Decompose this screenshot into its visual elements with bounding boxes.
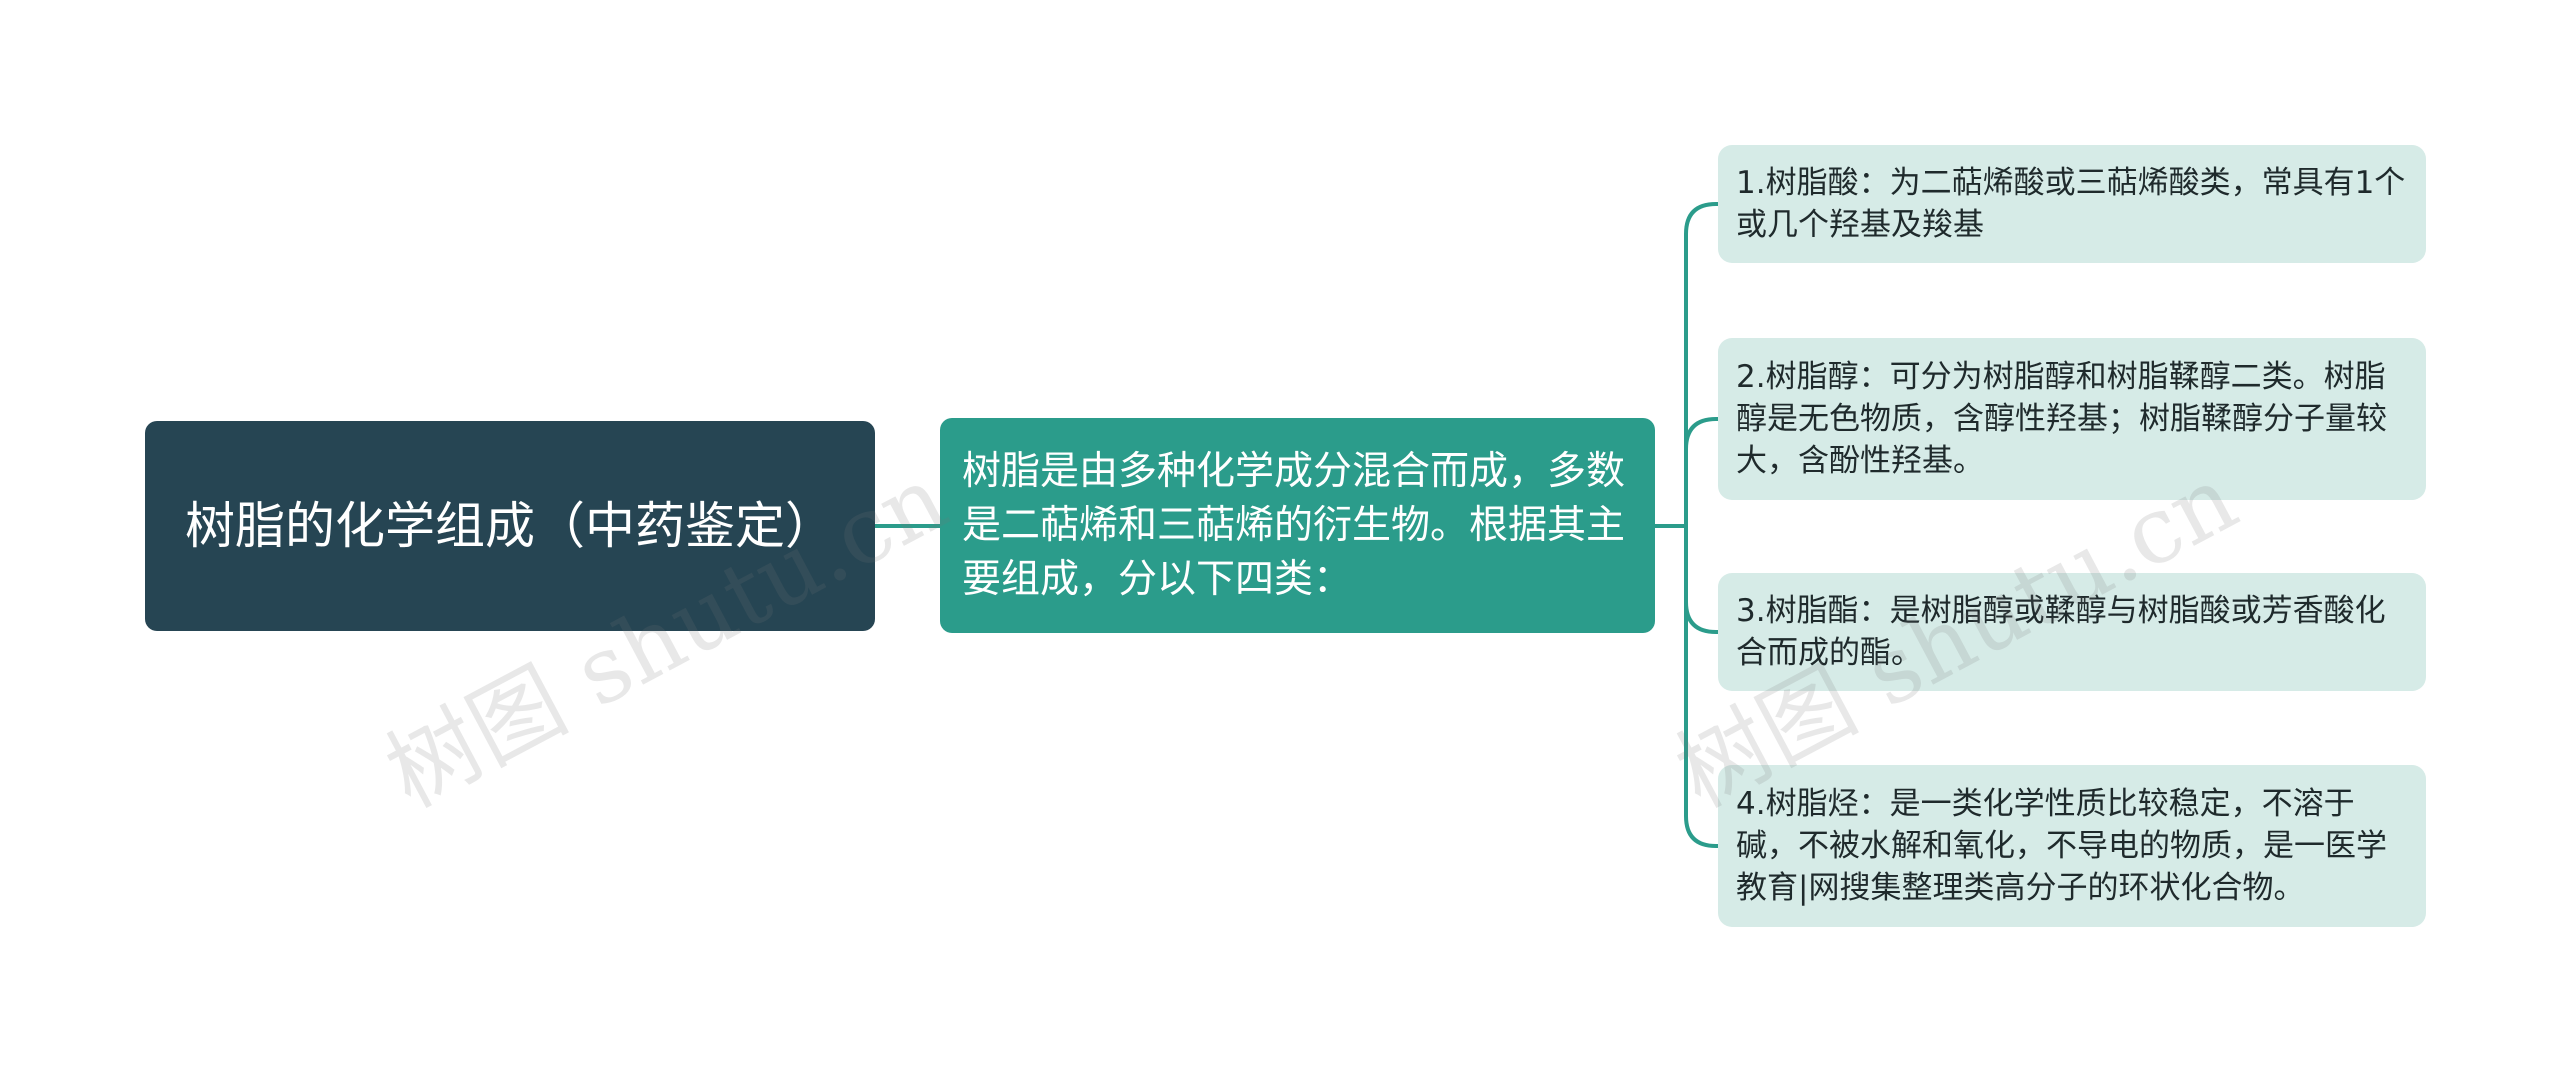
center-topic-label: 树脂是由多种化学成分混合而成，多数是二萜烯和三萜烯的衍生物。根据其主要组成，分以…	[962, 448, 1626, 602]
subtopic-resin-ester[interactable]: 3.树脂酯：是树脂醇或鞣醇与树脂酸或芳香酸化合而成的酯。	[1718, 573, 2426, 691]
center-topic[interactable]: 树脂是由多种化学成分混合而成，多数是二萜烯和三萜烯的衍生物。根据其主要组成，分以…	[940, 418, 1655, 633]
subtopic-resin-hydrocarbon[interactable]: 4.树脂烃：是一类化学性质比较稳定，不溶于碱，不被水解和氧化，不导电的物质，是一…	[1718, 765, 2426, 927]
subtopic-resin-acid[interactable]: 1.树脂酸：为二萜烯酸或三萜烯酸类，常具有1个或几个羟基及羧基	[1718, 145, 2426, 263]
subtopic-resin-alcohol[interactable]: 2.树脂醇：可分为树脂醇和树脂鞣醇二类。树脂醇是无色物质，含醇性羟基；树脂鞣醇分…	[1718, 338, 2426, 500]
connector-branch-1	[1684, 202, 1718, 526]
connector-branch-2	[1684, 417, 1718, 526]
subtopic-label: 1.树脂酸：为二萜烯酸或三萜烯酸类，常具有1个或几个羟基及羧基	[1736, 165, 2406, 243]
subtopic-label: 3.树脂酯：是树脂醇或鞣醇与树脂酸或芳香酸化合而成的酯。	[1736, 593, 2386, 671]
subtopic-label: 2.树脂醇：可分为树脂醇和树脂鞣醇二类。树脂醇是无色物质，含醇性羟基；树脂鞣醇分…	[1736, 359, 2387, 479]
root-topic[interactable]: 树脂的化学组成（中药鉴定）	[145, 421, 875, 631]
connector-branch-4	[1684, 526, 1718, 848]
connector-branch-3	[1684, 526, 1718, 634]
subtopic-label: 4.树脂烃：是一类化学性质比较稳定，不溶于碱，不被水解和氧化，不导电的物质，是一…	[1736, 786, 2387, 906]
root-topic-label: 树脂的化学组成（中药鉴定）	[185, 497, 835, 555]
